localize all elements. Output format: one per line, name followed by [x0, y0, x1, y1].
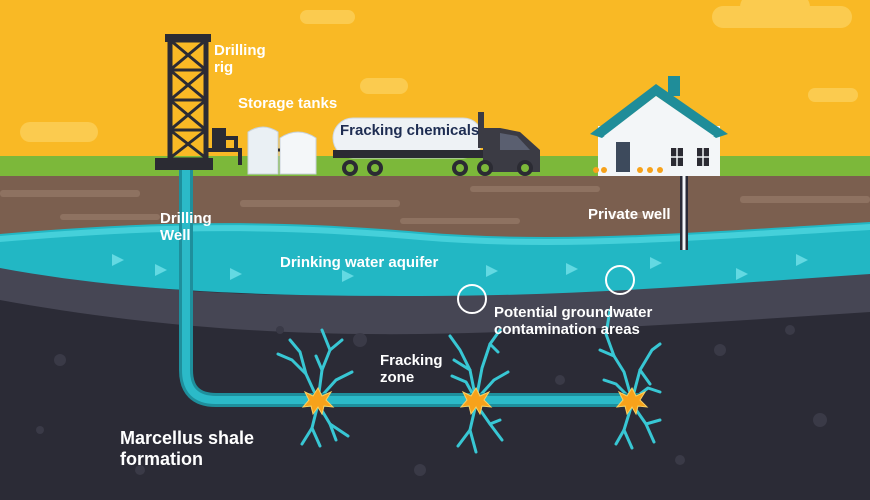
- label-contamination-areas: Potential groundwater contamination area…: [494, 304, 653, 338]
- fracking-truck-icon: [332, 112, 540, 176]
- contamination-circle: [605, 265, 635, 295]
- storage-tanks-icon: [247, 126, 317, 175]
- grass: [0, 156, 870, 178]
- label-fracking-chemicals: Fracking chemicals: [340, 122, 480, 139]
- label-fracking-zone: Fracking zone: [380, 352, 443, 386]
- contamination-circle: [457, 284, 487, 314]
- fracture-network: [276, 308, 662, 454]
- aquifer-highlight: [0, 224, 870, 246]
- label-private-well: Private well: [588, 206, 671, 223]
- label-storage-tanks: Storage tanks: [238, 95, 338, 112]
- label-shale-formation: Marcellus shale formation: [120, 428, 255, 469]
- drilling-rig-icon: [155, 34, 242, 170]
- topsoil-stripes: [0, 186, 870, 224]
- aquifer-flow-arrows: [112, 254, 808, 282]
- rock-speckles: [36, 325, 827, 476]
- label-drilling-well: Drilling Well: [160, 210, 212, 244]
- house-icon: [590, 76, 728, 176]
- clouds: [20, 0, 858, 142]
- fracking-stars: [301, 386, 649, 416]
- label-drilling-rig: Drilling rig: [214, 42, 266, 76]
- label-aquifer: Drinking water aquifer: [280, 254, 439, 271]
